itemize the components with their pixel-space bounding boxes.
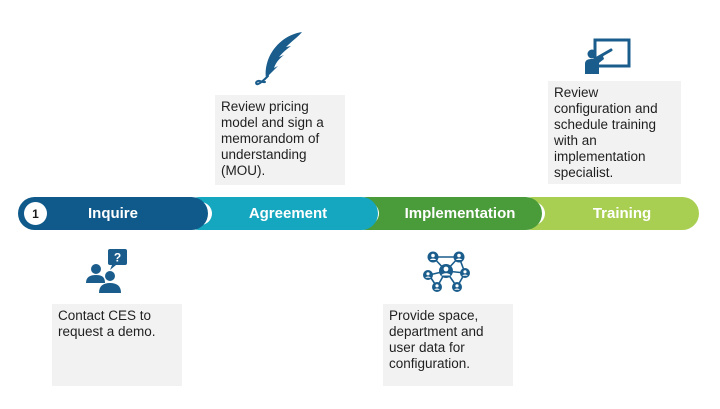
quill-pen-icon [255,32,302,86]
step-4-description: Review configuration and schedule traini… [548,81,681,184]
presenter-board-icon [585,38,631,74]
step-4-label: Training [592,205,652,222]
svg-text:?: ? [114,251,121,265]
step-3-label: Implementation [404,205,516,222]
step-2-agreement: 2 Agreement [183,197,378,230]
network-people-icon [423,251,470,292]
step-3-implementation: 3 Implementation [350,197,542,230]
step-2-description: Review pricing model and sign a memorand… [215,95,345,185]
step-1-number: 1 [24,202,47,225]
user-question-icon: ? [86,249,127,293]
step-1-inquire: 1 Inquire [18,197,208,230]
step-1-description: Contact CES to request a demo. [52,304,182,386]
step-1-label: Inquire [87,205,138,222]
step-3-description: Provide space, department and user data … [383,304,513,386]
step-2-label: Agreement [248,205,328,222]
step-4-training: 4 Training [516,197,699,230]
